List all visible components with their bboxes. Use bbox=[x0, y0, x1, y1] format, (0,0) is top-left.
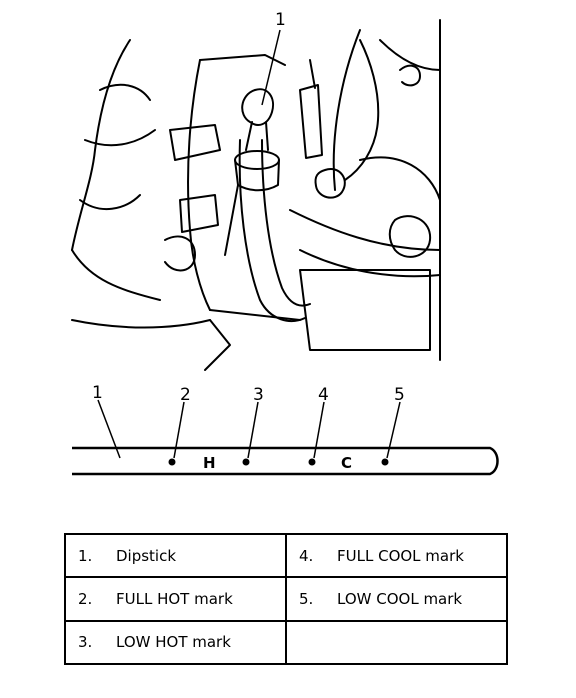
stick-letter-c: C bbox=[341, 454, 352, 472]
legend-text: FULL HOT mark bbox=[116, 589, 233, 608]
legend-cell-empty bbox=[285, 619, 508, 666]
callout-4: 4 bbox=[318, 385, 329, 405]
legend-row: 1. Dipstick 4. FULL COOL mark bbox=[64, 532, 508, 579]
legend-number: 3. bbox=[78, 633, 93, 652]
full-cool-mark-icon bbox=[308, 458, 316, 466]
low-hot-mark-icon bbox=[242, 458, 250, 466]
callout-5: 5 bbox=[394, 385, 405, 405]
top-callout: 1 bbox=[261, 10, 286, 106]
legend-cell: 5. LOW COOL mark bbox=[285, 576, 508, 622]
engine-illustration bbox=[71, 19, 441, 371]
legend-number: 2. bbox=[78, 589, 93, 608]
callout-2: 2 bbox=[180, 385, 191, 405]
legend-text: LOW HOT mark bbox=[116, 633, 231, 652]
legend-cell: 2. FULL HOT mark bbox=[64, 576, 287, 622]
dipstick-detail: H C 1 2 3 4 5 bbox=[72, 383, 499, 476]
legend-table: 1. Dipstick 4. FULL COOL mark 2. FULL HOT m… bbox=[64, 532, 508, 666]
low-cool-mark-icon bbox=[381, 458, 389, 466]
full-hot-mark-icon bbox=[168, 458, 176, 466]
legend-text: FULL COOL mark bbox=[337, 546, 464, 565]
stick-letter-h: H bbox=[203, 454, 216, 472]
legend-cell: 4. FULL COOL mark bbox=[285, 532, 508, 579]
legend-cell: 3. LOW HOT mark bbox=[64, 619, 287, 666]
legend-cell: 1. Dipstick bbox=[64, 532, 287, 579]
legend-row: 3. LOW HOT mark bbox=[64, 619, 508, 666]
legend-number: 4. bbox=[299, 546, 314, 565]
callout-3: 3 bbox=[253, 385, 264, 405]
legend-text: Dipstick bbox=[116, 546, 177, 565]
legend-row: 2. FULL HOT mark 5. LOW COOL mark bbox=[64, 576, 508, 622]
legend-number: 5. bbox=[299, 589, 314, 608]
legend-text: LOW COOL mark bbox=[337, 589, 463, 608]
legend-number: 1. bbox=[78, 546, 93, 565]
engine-dipstick-diagram: 1 H C 1 2 3 4 5 bbox=[71, 10, 499, 476]
top-callout-label: 1 bbox=[275, 10, 286, 30]
callout-1: 1 bbox=[92, 383, 103, 403]
